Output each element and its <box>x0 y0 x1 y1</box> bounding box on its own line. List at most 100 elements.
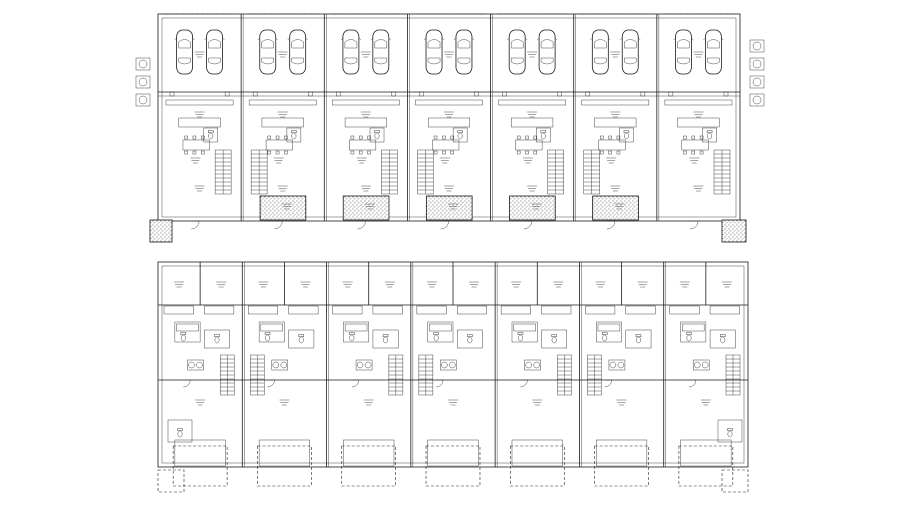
balcony-outline <box>257 445 312 487</box>
laundry <box>692 359 710 371</box>
room-label-mark <box>360 185 371 192</box>
stair-icon <box>713 149 731 195</box>
fixture-icon <box>291 130 297 140</box>
ac-unit-icon <box>135 93 151 107</box>
car-icon <box>536 29 558 75</box>
door-swing <box>604 379 612 388</box>
fixture-icon <box>540 130 547 140</box>
door-swing <box>688 379 697 388</box>
room-label-mark <box>689 157 700 164</box>
fixture-icon <box>208 130 214 140</box>
closet <box>248 305 279 315</box>
kitchen-counter <box>415 99 483 106</box>
closet <box>625 305 656 315</box>
front-porch <box>509 195 556 221</box>
rear-bay <box>258 439 310 467</box>
ac-unit-icon <box>749 57 765 71</box>
rear-bay <box>343 439 395 467</box>
room-label-mark <box>532 399 543 406</box>
dining-table <box>265 139 293 151</box>
closet <box>500 305 531 315</box>
room-label-mark <box>527 51 538 58</box>
balcony-outline <box>510 445 565 487</box>
rear-bay <box>680 439 732 467</box>
front-porch <box>342 195 390 221</box>
upper-unit <box>494 262 580 487</box>
balcony-outline <box>678 445 734 487</box>
door-swing <box>436 379 444 388</box>
kitchen-island <box>344 117 387 128</box>
kitchen-counter <box>165 99 234 106</box>
front-porch <box>592 195 639 221</box>
car-icon <box>506 29 528 75</box>
upper-unit <box>410 262 496 487</box>
ac-unit-icon <box>749 75 765 89</box>
car-icon <box>340 29 362 75</box>
powder-room <box>286 127 302 143</box>
end-bathroom-right <box>717 419 743 443</box>
bathroom <box>680 321 707 343</box>
fixture-icon <box>382 334 389 344</box>
door-swing <box>606 220 616 230</box>
ground-unit <box>323 13 400 230</box>
ground-floor-plan <box>135 13 765 243</box>
room-label-mark <box>277 185 288 192</box>
ground-unit <box>240 13 317 230</box>
fixture-icon <box>264 332 271 342</box>
bathtub <box>597 323 621 332</box>
stair-icon <box>557 354 572 396</box>
bathroom <box>541 329 568 349</box>
car-icon <box>702 29 724 75</box>
room-label-mark <box>531 203 542 210</box>
room-label-mark <box>693 111 704 118</box>
ac-unit-icon <box>749 93 765 107</box>
kitchen-counter <box>664 99 733 106</box>
fixture-icon <box>298 334 305 344</box>
kitchen-island <box>594 117 637 128</box>
side-balcony-right <box>721 469 749 493</box>
ground-unit <box>165 13 234 230</box>
closet <box>541 305 572 315</box>
fixture-icon <box>467 334 473 344</box>
laundry <box>355 359 373 371</box>
balcony-outline <box>425 445 481 487</box>
room-label-mark <box>444 51 454 58</box>
door-swing <box>351 379 360 388</box>
room-label-mark <box>273 157 284 164</box>
room-label-mark <box>616 399 627 406</box>
laundry <box>271 359 289 371</box>
room-label-mark <box>595 281 606 288</box>
bathroom <box>625 329 652 349</box>
bathroom <box>343 321 369 343</box>
door-swing <box>690 220 699 230</box>
car-icon <box>257 29 279 75</box>
stair-icon <box>388 354 404 396</box>
laundry <box>608 359 626 371</box>
ac-unit-icon <box>749 39 765 53</box>
stair-icon <box>587 354 602 396</box>
closet <box>163 305 194 315</box>
ac-unit-icon <box>135 57 151 71</box>
balcony-outline <box>172 445 228 487</box>
room-label-mark <box>700 399 711 406</box>
room-label-mark <box>258 281 269 288</box>
powder-room <box>619 127 634 143</box>
upper-unit <box>241 262 327 487</box>
fixture-icon <box>601 332 608 342</box>
bathroom <box>596 321 622 343</box>
room-label-mark <box>194 111 205 118</box>
room-label-mark <box>426 281 437 288</box>
balcony-outline <box>341 445 396 487</box>
room-label-mark <box>527 111 538 118</box>
closet <box>416 305 447 315</box>
room-label-mark <box>693 185 704 192</box>
powder-room <box>203 127 218 143</box>
car-icon <box>370 29 392 75</box>
rear-bay <box>174 439 226 467</box>
room-label-mark <box>277 111 288 118</box>
room-label-mark <box>439 157 450 164</box>
bathroom <box>372 329 399 349</box>
stair-icon <box>220 354 235 396</box>
room-label-mark <box>195 399 206 406</box>
